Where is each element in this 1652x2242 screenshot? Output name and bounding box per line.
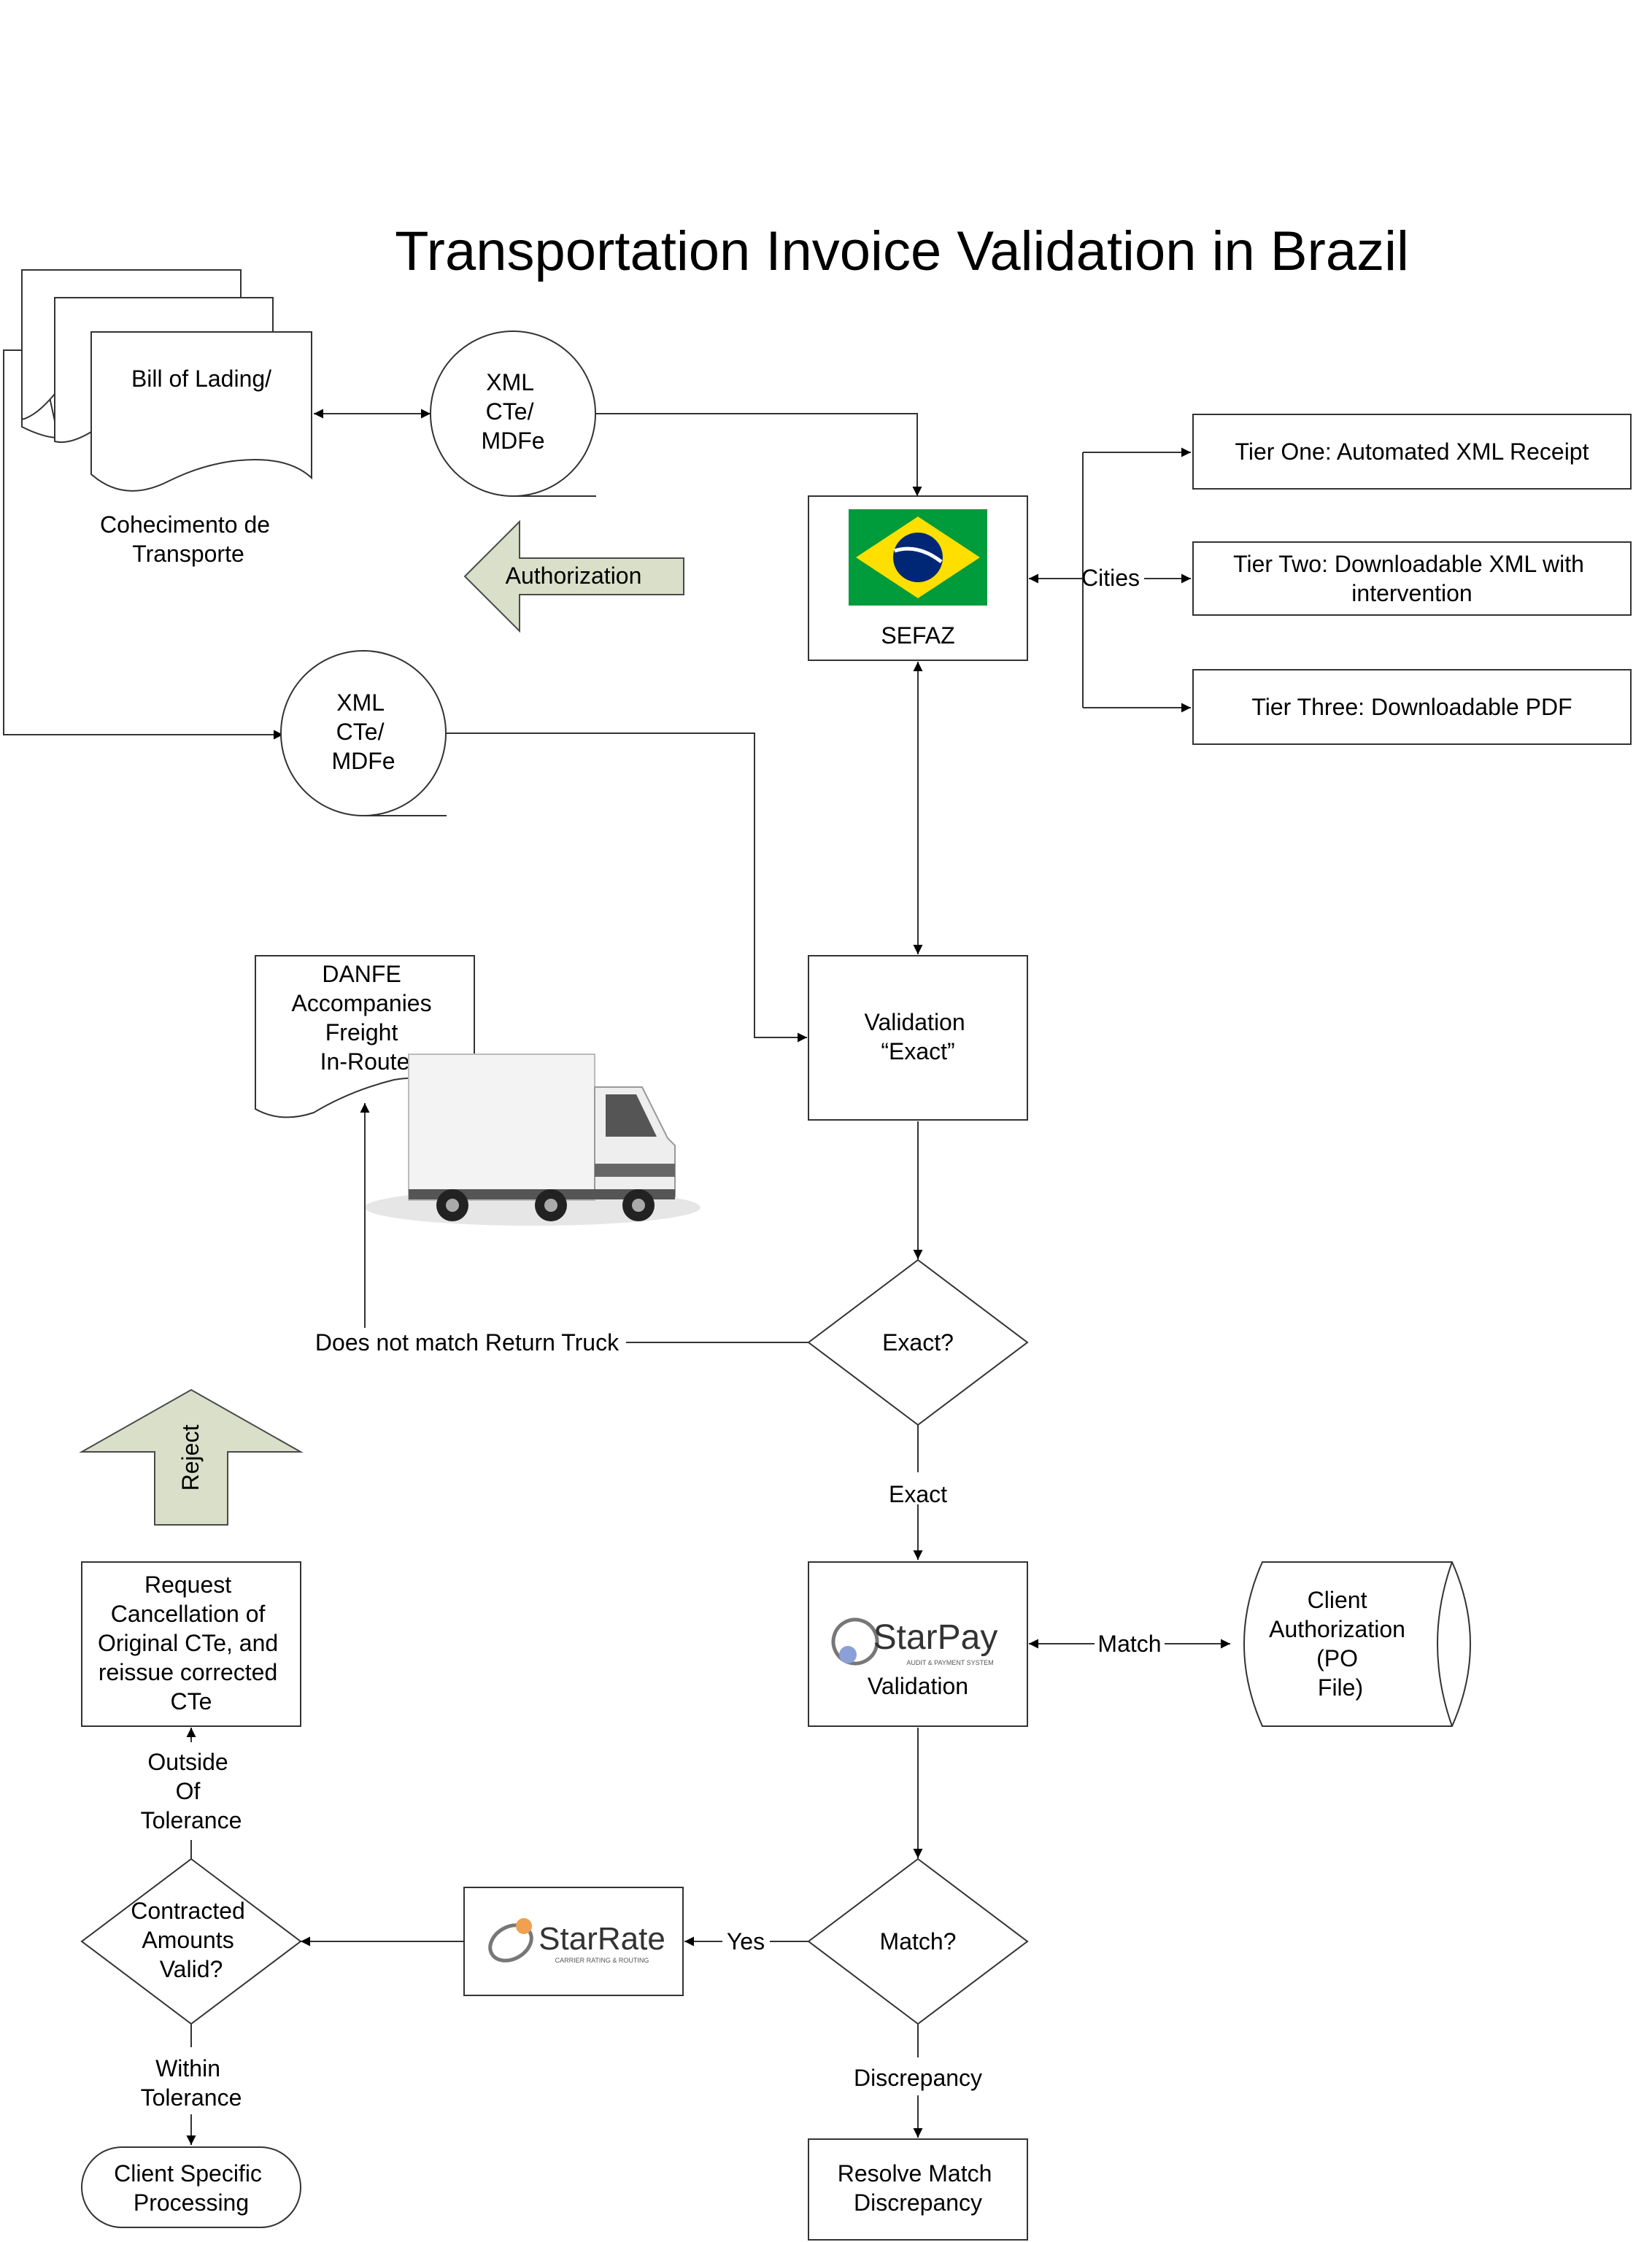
svg-text:Request Cancellation of: Request Cancellation of Original CTe, an…	[98, 1572, 285, 1715]
svg-text:AUDIT & PAYMENT SYSTEM: AUDIT & PAYMENT SYSTEM	[906, 1659, 993, 1666]
svg-text:StarRate: StarRate	[539, 1921, 665, 1957]
truck-icon	[365, 1054, 700, 1226]
edge-bill-to-xml-mid	[3, 349, 283, 740]
discrepancy-label: Discrepancy	[854, 2065, 982, 2091]
within-tolerance-label: Within Tolerance	[141, 2055, 242, 2111]
diagram-title: Transportation Invoice Validation in Bra…	[395, 220, 1409, 282]
edge-contracted-to-client-specific: Within Tolerance	[141, 2024, 242, 2145]
edge-starpay-client-auth: Match	[1029, 1631, 1230, 1657]
svg-text:XML CTe/ MDFe: XML CTe/ MDFe	[331, 689, 395, 774]
tier-one-box: Tier One: Automated XML Receipt	[1192, 414, 1632, 490]
svg-text:Reject: Reject	[177, 1425, 204, 1491]
svg-text:Match?: Match?	[880, 1928, 957, 1955]
client-authorization-store: Client Authorization (PO File)	[1243, 1561, 1471, 1727]
svg-text:Resolve Match Discrepanc: Resolve Match Discrepancy	[838, 2160, 999, 2216]
svg-text:Authorization: Authorization	[506, 563, 642, 589]
starpay-validation-box: StarPay AUDIT & PAYMENT SYSTEM Validatio…	[808, 1561, 1028, 1727]
xml-cte-mdfe-top: XML CTe/ MDFe	[430, 330, 596, 497]
svg-text:Validation: Validation	[868, 1673, 968, 1699]
svg-text:Tier Two: Downloadable XML wit: Tier Two: Downloadable XML with interven…	[1233, 551, 1591, 606]
outside-tolerance-label: Outside Of Tolerance	[141, 1749, 242, 1833]
tier-three-box: Tier Three: Downloadable PDF	[1192, 669, 1632, 745]
bill-of-lading-caption: Cohecimento de Transporte	[100, 511, 277, 567]
svg-text:Client Authorization: Client Authorization (PO File)	[1269, 1587, 1412, 1701]
request-cancellation-box: Request Cancellation of Original CTe, an…	[81, 1561, 301, 1727]
starrate-logo-icon: StarRate CARRIER RATING & ROUTING	[488, 1918, 665, 1964]
authorization-arrow: Authorization	[463, 519, 684, 633]
brazil-flag-icon	[849, 509, 987, 606]
xml-cte-mdfe-middle: XML CTe/ MDFe	[280, 650, 447, 816]
bill-of-lading-documents: Bill of Lading/ Cohecimento de Transport…	[20, 269, 312, 567]
exact-decision: Exact?	[807, 1259, 1029, 1426]
yes-label: Yes	[727, 1928, 765, 1955]
reject-arrow: Reject	[79, 1388, 304, 1526]
contracted-amounts-decision: Contracted Amounts Valid?	[80, 1858, 302, 2025]
svg-text:CARRIER RATING & ROUTING: CARRIER RATING & ROUTING	[555, 1957, 649, 1964]
edge-exact-to-danfe: Does not match Return Truck	[315, 1103, 808, 1356]
exact-label: Exact	[889, 1481, 947, 1507]
svg-text:Tier Three: Downloadable PDF: Tier Three: Downloadable PDF	[1251, 694, 1572, 720]
svg-text:Client Specific Processi: Client Specific Processing	[114, 2160, 269, 2216]
match-decision: Match?	[807, 1858, 1029, 2025]
match-label: Match	[1097, 1631, 1161, 1657]
svg-text:StarPay: StarPay	[873, 1618, 998, 1657]
edge-exact-to-starpay: Exact	[889, 1425, 947, 1560]
bill-of-lading-label: Bill of Lading/	[131, 366, 271, 392]
cities-label: Cities	[1081, 565, 1140, 591]
starpay-logo-icon: StarPay AUDIT & PAYMENT SYSTEM	[831, 1617, 998, 1666]
edge-xml-top-to-sefaz	[596, 413, 922, 496]
edge-match-to-resolve: Discrepancy	[854, 2024, 982, 2138]
resolve-discrepancy-box: Resolve Match Discrepancy	[808, 2138, 1028, 2241]
does-not-match-label: Does not match Return Truck	[315, 1329, 620, 1356]
svg-text:Exact?: Exact?	[882, 1329, 954, 1356]
edge-xml-mid-to-validation	[447, 732, 807, 1043]
svg-text:Contracted Amounts: Contracted Amounts Valid?	[131, 1898, 251, 1982]
client-specific-processing: Client Specific Processing	[81, 2146, 301, 2228]
cities-branch: Cities	[1029, 447, 1191, 713]
edge-match-to-starrate: Yes	[684, 1928, 808, 1955]
starrate-box: StarRate CARRIER RATING & ROUTING	[463, 1887, 684, 1996]
svg-text:Validation “Exact”: Validation “Exact”	[864, 1009, 971, 1064]
svg-text:Tier One: Automated XML Recei: Tier One: Automated XML Receipt	[1235, 438, 1589, 465]
validation-exact-box: Validation “Exact”	[808, 955, 1028, 1121]
edge-contracted-to-request: Outside Of Tolerance	[141, 1728, 242, 1859]
svg-text:XML CTe/ MDFe: XML CTe/ MDFe	[481, 369, 544, 454]
sefaz-box: SEFAZ	[808, 495, 1028, 661]
svg-text:DANFE Accompanies: DANFE Accompanies Freight In-Route	[292, 961, 439, 1075]
tier-two-box: Tier Two: Downloadable XML with interven…	[1192, 541, 1632, 616]
sefaz-label: SEFAZ	[881, 622, 954, 649]
